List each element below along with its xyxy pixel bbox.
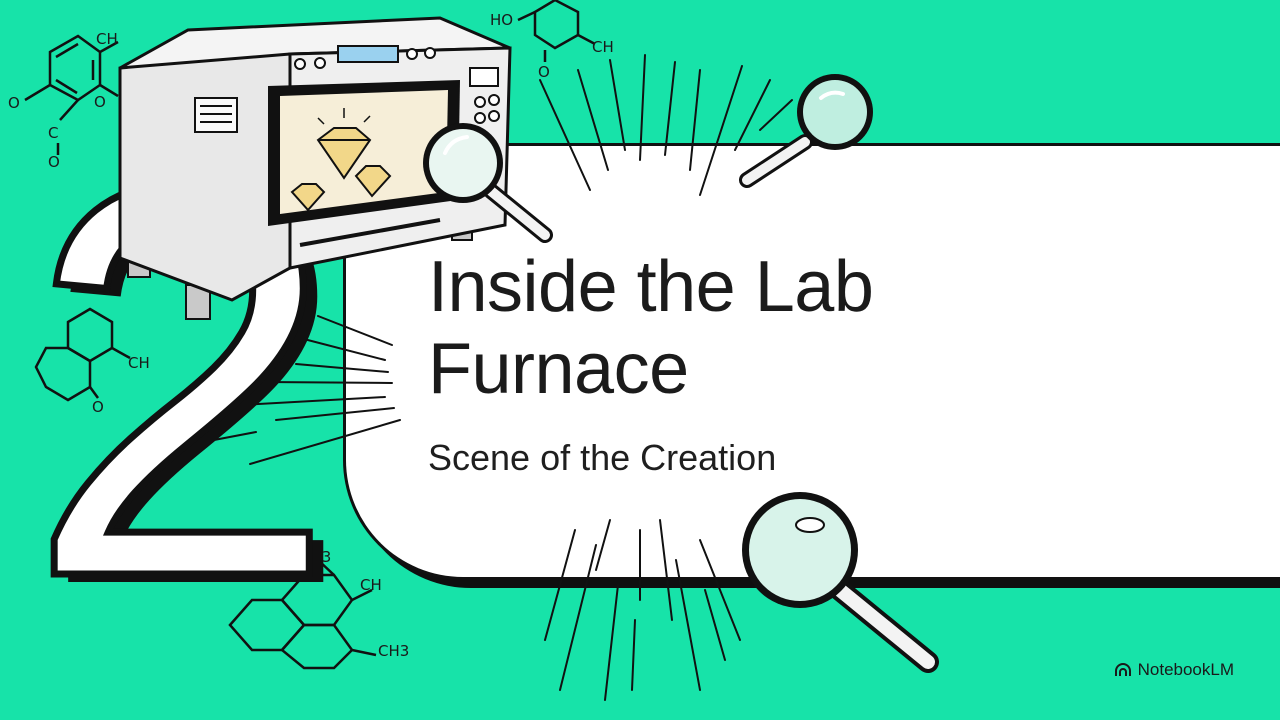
- molecule-label: CH3: [378, 642, 409, 660]
- molecule-drawing-2: [517, 0, 596, 62]
- ray-burst-top: [539, 54, 793, 196]
- molecule-label: O: [48, 153, 60, 171]
- molecule-label: C: [48, 124, 58, 142]
- molecule-drawing-3: [34, 307, 131, 402]
- molecule-label: CH: [592, 38, 614, 56]
- slide-title-line-2: Furnace: [428, 329, 689, 409]
- slide-title: Inside the Lab Furnace: [428, 246, 1148, 410]
- magnifying-glass-icon: [742, 492, 939, 673]
- brand-watermark: NotebookLM: [1114, 660, 1234, 680]
- molecule-label: O: [8, 94, 20, 112]
- molecule-label: CH: [360, 576, 382, 594]
- slide-subtitle: Scene of the Creation: [428, 437, 777, 478]
- diamond-icon: [290, 127, 392, 212]
- molecule-label: HO: [490, 11, 513, 29]
- magnifying-glass-icon: [739, 74, 873, 188]
- molecule-label: O: [538, 63, 550, 81]
- molecule-drawing-1: [24, 34, 119, 155]
- molecule-label: CH3: [300, 548, 331, 566]
- ray-burst-bottom: [544, 519, 741, 701]
- molecule-label: CH: [96, 30, 118, 48]
- molecule-drawing-4: [228, 559, 377, 670]
- molecule-label: O: [92, 398, 104, 416]
- molecule-label: O: [94, 93, 106, 111]
- molecule-label: CH: [128, 354, 150, 372]
- magnifying-glass-icon: [423, 123, 553, 243]
- ray-burst-left: [213, 315, 401, 465]
- slide-title-line-1: Inside the Lab: [428, 247, 874, 327]
- brand-name: NotebookLM: [1137, 660, 1234, 679]
- notebooklm-logo-icon: [1114, 663, 1131, 676]
